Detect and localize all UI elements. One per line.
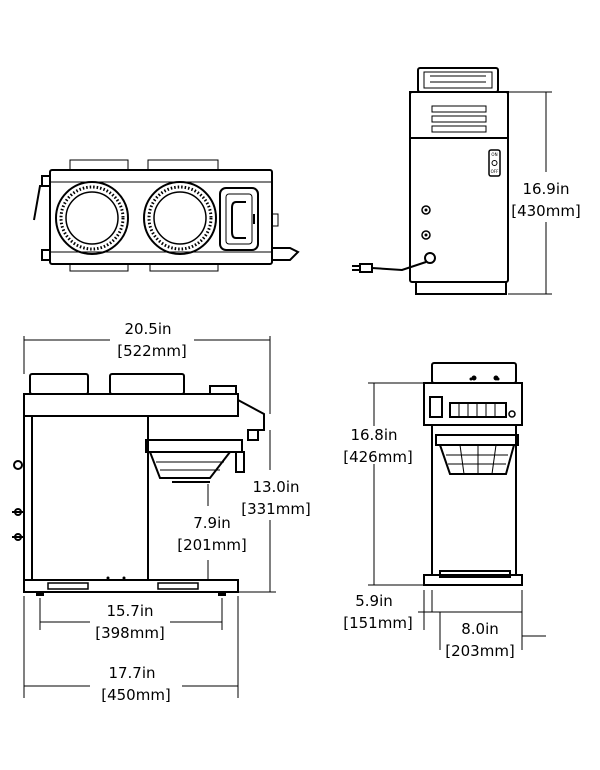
rear-view: ON OFF: [352, 67, 509, 295]
dimension-lines: [23, 91, 552, 698]
switch-off-label: OFF: [491, 169, 499, 174]
dim-side-width-metric: [522mm]: [117, 342, 187, 360]
dim-funnel-clearance: 7.9in [201mm]: [177, 514, 247, 554]
dim-front-height-metric: [426mm]: [343, 448, 413, 466]
dim-overall-depth-metric: [450mm]: [101, 686, 171, 704]
dim-warmer-width-metric: [151mm]: [343, 614, 413, 632]
dim-warmer-width: 5.9in [151mm]: [343, 592, 413, 632]
dim-top-height: 16.9in [430mm]: [511, 180, 581, 220]
power-switch[interactable]: ON OFF: [488, 149, 501, 177]
dim-top-height-metric: [430mm]: [511, 202, 581, 220]
front-view: [423, 362, 523, 586]
control-panel: [429, 396, 516, 418]
dim-base-depth-metric: [398mm]: [95, 624, 165, 642]
power-cord: [352, 252, 436, 273]
dim-top-height-imperial: 16.9in: [522, 180, 569, 198]
dim-overall-depth-imperial: 17.7in: [108, 664, 155, 682]
dim-front-width-imperial: 8.0in: [461, 620, 499, 638]
dim-front-height: 16.8in [426mm]: [343, 426, 413, 466]
dim-funnel-clearance-metric: [201mm]: [177, 536, 247, 554]
dim-base-depth: 15.7in [398mm]: [95, 602, 165, 642]
dim-front-width-metric: [203mm]: [445, 642, 515, 660]
dim-spout-height-metric: [331mm]: [241, 500, 311, 518]
dim-overall-depth: 17.7in [450mm]: [101, 664, 171, 704]
front-funnel: [435, 434, 519, 475]
switch-on-label: ON: [491, 152, 497, 157]
warmer-plate-left: [55, 181, 129, 255]
dim-spout-height: 13.0in [331mm]: [241, 478, 311, 518]
dim-side-width-imperial: 20.5in: [124, 320, 171, 338]
dim-base-depth-imperial: 15.7in: [106, 602, 153, 620]
dim-front-width: 8.0in [203mm]: [445, 620, 515, 660]
dim-side-width: 20.5in [522mm]: [117, 320, 187, 360]
dim-spout-height-imperial: 13.0in: [252, 478, 299, 496]
top-view: [33, 159, 300, 272]
dim-warmer-width-imperial: 5.9in: [355, 592, 393, 610]
brew-funnel: [145, 439, 245, 483]
dim-funnel-clearance-imperial: 7.9in: [193, 514, 231, 532]
dim-front-height-imperial: 16.8in: [350, 426, 397, 444]
side-view: [12, 373, 265, 596]
warmer-plate-right: [143, 181, 217, 255]
